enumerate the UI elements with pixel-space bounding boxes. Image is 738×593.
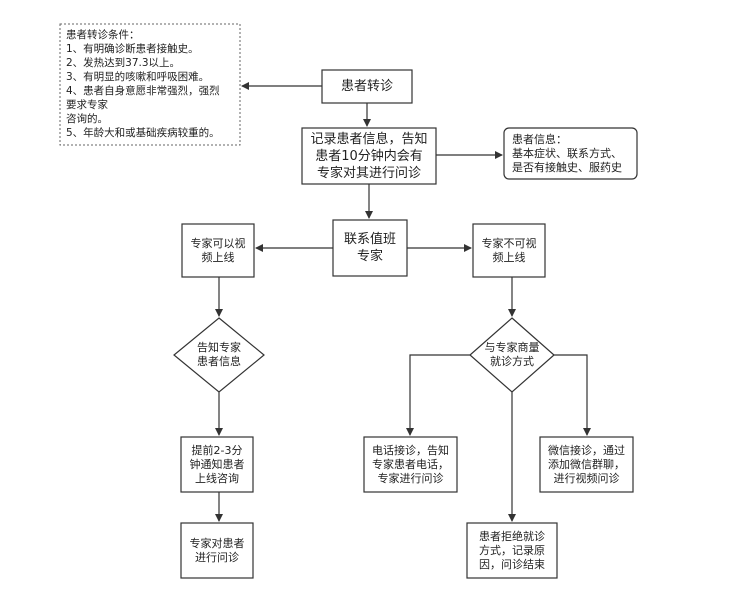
notify-expert-line-2: 患者信息 — [197, 355, 241, 368]
patient-info-line-1: 患者信息： — [512, 132, 567, 146]
video-no-line-2: 频上线 — [492, 250, 526, 264]
patient-info-line-2: 基本症状、联系方式、 — [512, 146, 622, 160]
referral-box — [321, 69, 413, 104]
refuse-line-1: 患者拒绝就诊 — [479, 529, 545, 543]
advance-notice-line-3: 上线咨询 — [195, 471, 239, 485]
conditions-title: 患者转诊条件： — [66, 29, 140, 41]
notify-expert-text: 告知专家 患者信息 — [184, 335, 254, 375]
expert-consult-text: 专家对患者 进行问诊 — [181, 523, 253, 578]
patient-info-text: 患者信息： 基本症状、联系方式、 是否有接触史、服药史 — [512, 128, 635, 179]
record-text: 记录患者信息，告知 患者10分钟内会有 专家对其进行问诊 — [302, 128, 436, 184]
wechat-line-1: 微信接诊，通过 — [548, 443, 625, 457]
advance-notice-line-2: 钟通知患者 — [189, 457, 245, 471]
arrow-discuss-to-phone — [406, 354, 470, 436]
patient-info-box — [503, 127, 638, 180]
video-yes-box — [181, 223, 255, 278]
video-yes-line-2: 频上线 — [201, 250, 235, 264]
arrow-discuss-to-wechat — [554, 354, 591, 436]
phone-text: 电话接诊，告知 专家患者电话， 专家进行问诊 — [364, 437, 457, 492]
video-yes-text: 专家可以视 频上线 — [182, 224, 254, 277]
refuse-line-3: 因，问诊结束 — [479, 557, 545, 571]
conditions-box — [59, 23, 241, 146]
contact-text: 联系值班 专家 — [333, 220, 407, 276]
contact-line-1: 联系值班 — [343, 232, 396, 247]
phone-line-3: 专家进行问诊 — [377, 471, 444, 485]
record-line-3: 专家对其进行问诊 — [316, 165, 421, 181]
phone-box — [363, 436, 458, 493]
notify-expert-line-1: 告知专家 — [197, 341, 241, 354]
connectors — [215, 82, 591, 522]
patient-info-line-3: 是否有接触史、服药史 — [512, 160, 622, 174]
advance-notice-text: 提前2-3分 钟通知患者 上线咨询 — [181, 437, 253, 492]
conditions-line-5: 要求专家 — [66, 99, 108, 111]
wechat-line-2: 添加微信群聊， — [548, 457, 625, 471]
contact-line-2: 专家 — [356, 249, 383, 264]
conditions-line-2: 2、发热达到37.3以上。 — [66, 57, 181, 69]
advance-notice-line-1: 提前2-3分 — [191, 443, 243, 457]
conditions-line-4: 4、患者自身意愿非常强烈，强烈 — [66, 85, 220, 97]
conditions-text: 患者转诊条件： 1、有明确诊断患者接触史。 2、发热达到37.3以上。 3、有明… — [66, 28, 238, 141]
video-no-box — [472, 223, 546, 278]
record-line-2: 患者10分钟内会有 — [315, 148, 423, 164]
discuss-line-1: 与专家商量 — [484, 341, 540, 354]
wechat-line-3: 进行视频问诊 — [553, 471, 620, 485]
referral-line-1: 患者转诊 — [340, 79, 393, 94]
expert-consult-line-2: 进行问诊 — [195, 550, 239, 564]
phone-line-2: 专家患者电话， — [372, 457, 449, 471]
expert-consult-line-1: 专家对患者 — [189, 536, 245, 550]
wechat-box — [539, 436, 634, 493]
video-yes-line-1: 专家可以视 — [190, 236, 246, 250]
conditions-line-6: 咨询的。 — [66, 113, 108, 125]
contact-box — [332, 219, 408, 277]
conditions-line-3: 3、有明显的咳嗽和呼吸困难。 — [66, 71, 210, 83]
video-no-text: 专家不可视 频上线 — [473, 224, 545, 277]
conditions-line-1: 1、有明确诊断患者接触史。 — [66, 43, 199, 55]
conditions-line-7: 5、年龄大和或基础疾病较重的。 — [66, 127, 220, 139]
refuse-text: 患者拒绝就诊 方式，记录原 因，问诊结束 — [467, 523, 557, 578]
referral-text: 患者转诊 — [322, 70, 412, 103]
expert-consult-box — [180, 522, 254, 579]
refuse-box — [466, 522, 558, 579]
video-no-line-1: 专家不可视 — [481, 236, 537, 250]
discuss-text: 与专家商量 就诊方式 — [477, 335, 547, 375]
wechat-text: 微信接诊，通过 添加微信群聊， 进行视频问诊 — [540, 437, 633, 492]
discuss-line-2: 就诊方式 — [490, 355, 534, 368]
record-line-1: 记录患者信息，告知 — [310, 131, 428, 147]
advance-notice-box — [180, 436, 254, 493]
refuse-line-2: 方式，记录原 — [479, 543, 545, 557]
phone-line-1: 电话接诊，告知 — [372, 443, 449, 457]
